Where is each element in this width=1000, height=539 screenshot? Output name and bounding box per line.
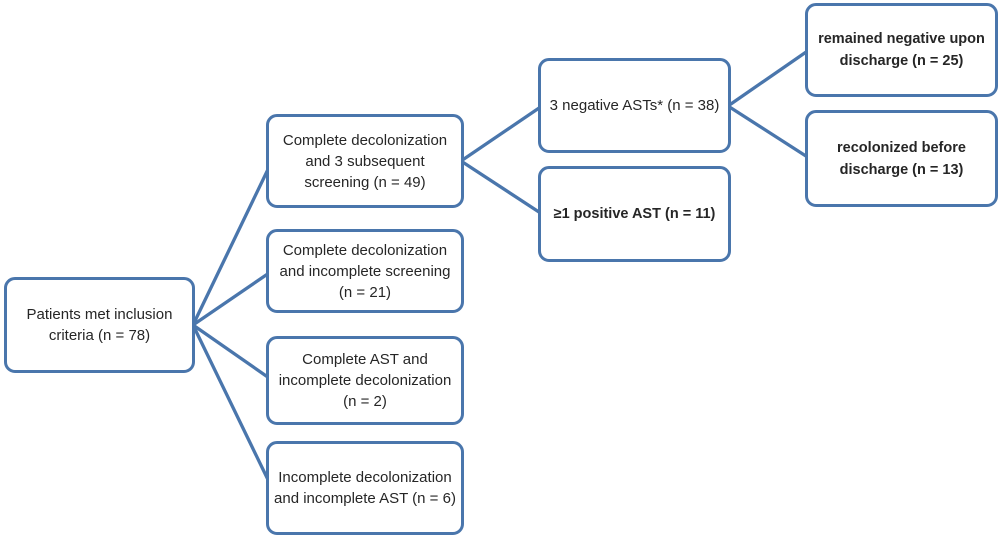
edge-three-negative-asts-to-remained-negative	[726, 48, 811, 108]
edge-inclusion-to-complete-ast-incomplete-decol	[191, 323, 274, 382]
edge-complete-decol-3-screening-to-three-negative-asts	[459, 104, 544, 163]
edge-inclusion-to-complete-decol-incomplete-screening	[191, 269, 274, 327]
node-label: recolonized before discharge (n = 13)	[837, 139, 966, 178]
node-remained-negative-upon-discharge: remained negative upon discharge (n = 25…	[805, 3, 998, 97]
node-recolonized-before-discharge: recolonized before discharge (n = 13)	[805, 110, 998, 207]
edge-inclusion-to-incomplete-decol-incomplete-ast	[191, 323, 274, 490]
node-label: Complete decolonization and 3 subsequent…	[282, 131, 448, 191]
node-label: ≥1 positive AST (n = 11)	[553, 206, 716, 222]
node-ge1-positive-ast: ≥1 positive AST (n = 11)	[538, 166, 731, 262]
node-three-negative-asts: 3 negative ASTs* (n = 38)	[538, 58, 731, 153]
edge-three-negative-asts-to-recolonized	[726, 104, 811, 160]
node-complete-ast-incomplete-decolonization: Complete AST and incomplete decolonizati…	[266, 336, 464, 425]
node-patients-met-inclusion-criteria: Patients met inclusion criteria (n = 78)	[4, 277, 195, 373]
edge-complete-decol-3-screening-to-ge1-positive-ast	[459, 159, 544, 216]
edge-inclusion-to-complete-decol-3-screening	[191, 159, 274, 327]
node-label: remained negative upon discharge (n = 25…	[818, 31, 985, 69]
node-label: Complete AST and incomplete decolonizati…	[278, 351, 452, 410]
node-label: Patients met inclusion criteria (n = 78)	[26, 306, 173, 344]
node-label: 3 negative ASTs* (n = 38)	[549, 97, 720, 114]
node-complete-decolonization-3-screening: Complete decolonization and 3 subsequent…	[266, 114, 464, 208]
node-incomplete-decolonization-incomplete-ast: Incomplete decolonization and incomplete…	[266, 441, 464, 535]
node-label: Complete decolonization and incomplete s…	[279, 241, 451, 301]
node-label: Incomplete decolonization and incomplete…	[274, 469, 456, 507]
node-complete-decolonization-incomplete-screening: Complete decolonization and incomplete s…	[266, 229, 464, 313]
